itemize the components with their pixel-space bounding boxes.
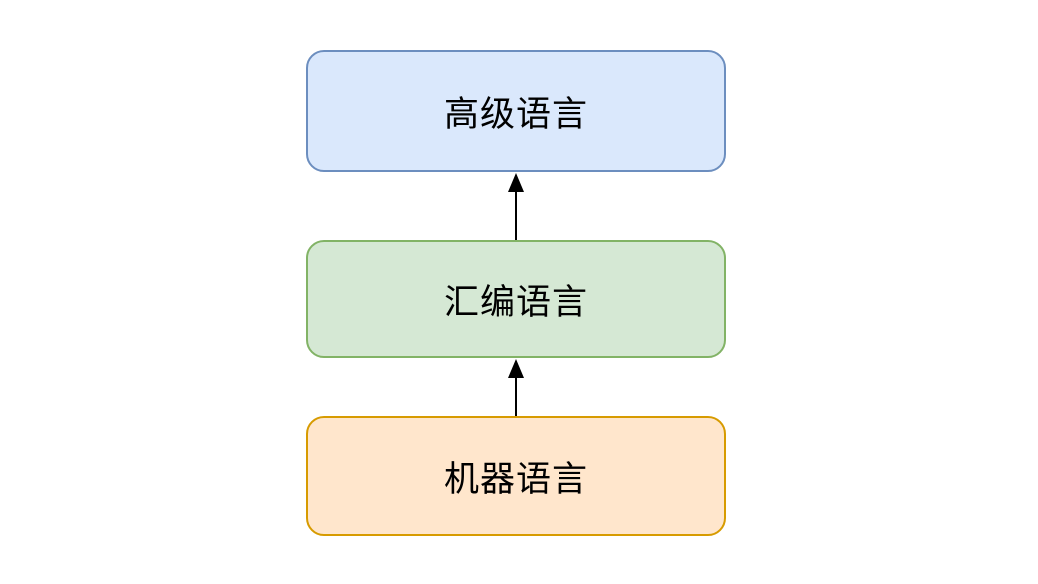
arrow-shaft: [515, 378, 517, 416]
node-high-level-language[interactable]: 高级语言: [306, 50, 726, 172]
arrow-shaft: [515, 192, 517, 240]
arrow-assembly-to-high-level: [508, 173, 524, 240]
arrow-machine-to-assembly: [508, 359, 524, 416]
node-assembly-language-label: 汇编语言: [443, 282, 588, 322]
arrow-up-icon: [508, 173, 524, 192]
arrow-up-icon: [508, 359, 524, 378]
node-machine-language-label: 机器语言: [443, 459, 588, 499]
node-machine-language[interactable]: 机器语言: [306, 416, 726, 536]
node-assembly-language[interactable]: 汇编语言: [306, 240, 726, 358]
node-high-level-language-label: 高级语言: [443, 94, 588, 134]
